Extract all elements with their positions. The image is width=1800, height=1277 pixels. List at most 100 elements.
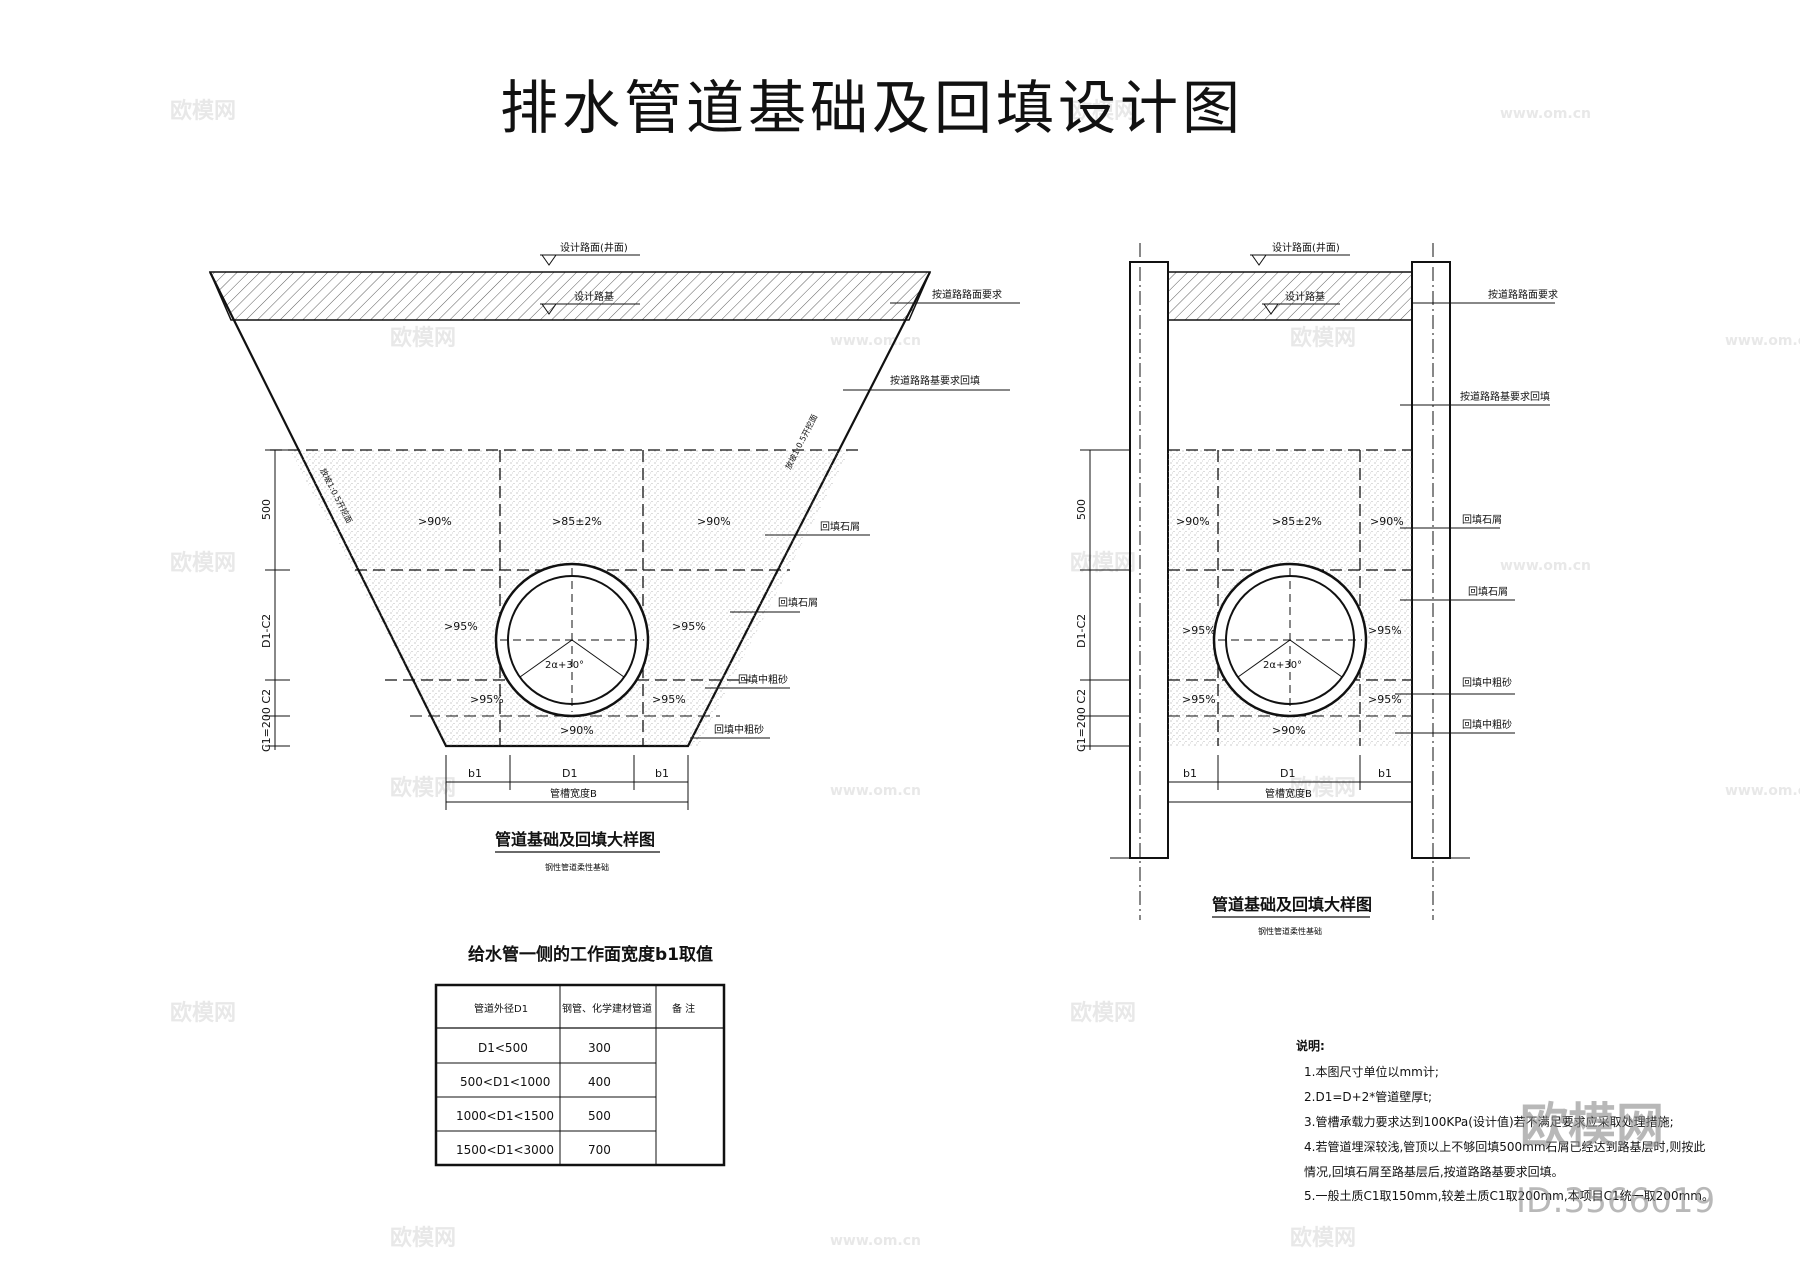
leader-label: 按道路路面要求 [932, 288, 1002, 301]
zone-label: >95% [672, 620, 706, 633]
watermark-brand-large: 欧模网 [1520, 1098, 1664, 1154]
zone-label: >90% [1370, 515, 1404, 528]
pavement-layer [208, 271, 932, 321]
watermark-layer: 欧模网 欧模网 www.om.cn 欧模网 www.om.cn 欧模网 www.… [170, 98, 1800, 1251]
watermark-brand: 欧模网 [390, 325, 456, 351]
note-item: 3.管槽承载力要求达到100KPa(设计值)若不满足要求应采取处理措施; [1304, 1114, 1674, 1129]
zone-label: >95% [1182, 624, 1216, 637]
b1-value-table: 给水管一侧的工作面宽度b1取值 管道外径D1 钢管、化学建材管道 备 注 D1<… [434, 944, 726, 1167]
level-label: 设计路面(井面) [560, 241, 628, 254]
dim-label: b1 [468, 767, 482, 780]
zone-label: >95% [1368, 693, 1402, 706]
note-item: 5.一般土质C1取150mm,较差土质C1取200mm,本项目C1统一取200m… [1304, 1188, 1714, 1203]
dim-label: b1 [655, 767, 669, 780]
leader-label: 回填石屑 [778, 596, 818, 609]
right-trench-diagram: 2α+30° >90% >85±2% >90% >95% >95% >95% >… [1075, 241, 1558, 936]
dim-label: 500 [260, 499, 273, 520]
left-trench-diagram: 2α+30° >90% >85±2% >90% >95% >95% >95% >… [208, 241, 1020, 872]
dim-label: D1-C2 [1075, 614, 1088, 648]
leader-label: 按道路路面要求 [1488, 288, 1558, 301]
note-item: 1.本图尺寸单位以mm计; [1304, 1064, 1439, 1079]
table-cell: 500<D1<1000 [460, 1075, 550, 1089]
watermark-brand: 欧模网 [170, 1000, 236, 1026]
leader-label: 回填石屑 [820, 520, 860, 533]
diagram-subcaption: 钢性管道柔性基础 [1258, 926, 1322, 936]
diagram-caption: 管道基础及回填大样图 [1212, 895, 1372, 914]
watermark-brand: 欧模网 [1290, 325, 1356, 351]
note-item: 2.D1=D+2*管道壁厚t; [1304, 1089, 1432, 1104]
dim-label: C1=200 C2 [260, 689, 273, 752]
table-cell: 500 [588, 1109, 611, 1123]
table-header: 管道外径D1 [474, 1002, 528, 1015]
zone-label: >95% [470, 693, 504, 706]
leader-label: 按道路路基要求回填 [1460, 390, 1550, 403]
dim-label: b1 [1378, 767, 1392, 780]
zone-label: >95% [1368, 624, 1402, 637]
leader-label: 回填中粗砂 [738, 673, 788, 686]
table-header: 备 注 [672, 1002, 695, 1015]
table-cell: 400 [588, 1075, 611, 1089]
level-label: 设计路面(井面) [1272, 241, 1340, 254]
angle-label: 2α+30° [545, 660, 584, 671]
level-label: 设计路基 [574, 290, 614, 303]
watermark-site: www.om.cn [830, 333, 921, 349]
level-label: 设计路基 [1285, 290, 1325, 303]
watermark-brand: 欧模网 [390, 1225, 456, 1251]
leader-label: 回填中粗砂 [714, 723, 764, 736]
angle-line [519, 639, 573, 678]
zone-label: >90% [418, 515, 452, 528]
watermark-brand: 欧模网 [1290, 775, 1356, 801]
zone-label: >90% [697, 515, 731, 528]
dim-label: C1=200 C2 [1075, 689, 1088, 752]
leader-label: 按道路路基要求回填 [890, 374, 980, 387]
table-cell: D1<500 [478, 1041, 528, 1055]
leader-label: 回填中粗砂 [1462, 676, 1512, 689]
watermark-site: www.om.cn [1500, 558, 1591, 574]
zone-label: >85±2% [1272, 515, 1322, 528]
leader-label: 回填中粗砂 [1462, 718, 1512, 731]
watermark-site: www.om.cn [1500, 106, 1591, 122]
watermark-brand: 欧模网 [1290, 1225, 1356, 1251]
table-cell: 300 [588, 1041, 611, 1055]
dim-label: D1-C2 [260, 614, 273, 648]
angle-label: 2α+30° [1263, 660, 1302, 671]
notes-heading: 说明: [1296, 1038, 1325, 1053]
zone-label: >90% [560, 724, 594, 737]
dim-label: D1 [1280, 767, 1295, 780]
dim-label: b1 [1183, 767, 1197, 780]
level-marker-icon [541, 254, 557, 266]
watermark-brand: 欧模网 [1070, 1000, 1136, 1026]
table-cell: 700 [588, 1143, 611, 1157]
dim-label: D1 [562, 767, 577, 780]
pavement-layer [1167, 271, 1413, 321]
table-title: 给水管一侧的工作面宽度b1取值 [468, 944, 713, 965]
watermark-brand: 欧模网 [390, 775, 456, 801]
leader-label: 回填石屑 [1468, 585, 1508, 598]
design-notes: 说明: 1.本图尺寸单位以mm计; 2.D1=D+2*管道壁厚t; 3.管槽承载… [1296, 1038, 1714, 1203]
watermark-site: www.om.cn [830, 1233, 921, 1249]
watermark-site: www.om.cn [1725, 333, 1800, 349]
watermark-brand: 欧模网 [1070, 98, 1136, 124]
leader-label: 回填石屑 [1462, 513, 1502, 526]
level-marker-icon [1263, 303, 1279, 315]
watermark-site: www.om.cn [1725, 783, 1800, 799]
watermark-site: www.om.cn [830, 783, 921, 799]
watermark-brand: 欧模网 [170, 550, 236, 576]
diagram-subcaption: 钢性管道柔性基础 [545, 862, 609, 872]
zone-label: >95% [652, 693, 686, 706]
diagram-caption: 管道基础及回填大样图 [495, 830, 655, 849]
dim-label: 500 [1075, 499, 1088, 520]
watermark-brand: 欧模网 [170, 98, 236, 124]
angle-line [571, 639, 625, 678]
watermark-brand: 欧模网 [1070, 550, 1136, 576]
table-cell: 1500<D1<3000 [456, 1143, 554, 1157]
note-item: 情况,回填石屑至路基层后,按道路路基要求回填。 [1304, 1164, 1564, 1179]
width-label: 管槽宽度B [1265, 787, 1312, 800]
zone-label: >90% [1272, 724, 1306, 737]
table-header: 钢管、化学建材管道 [562, 1002, 652, 1015]
level-marker-icon [1251, 254, 1267, 266]
right-wall [1411, 261, 1451, 859]
level-marker-icon [541, 303, 557, 315]
zone-label: >95% [444, 620, 478, 633]
